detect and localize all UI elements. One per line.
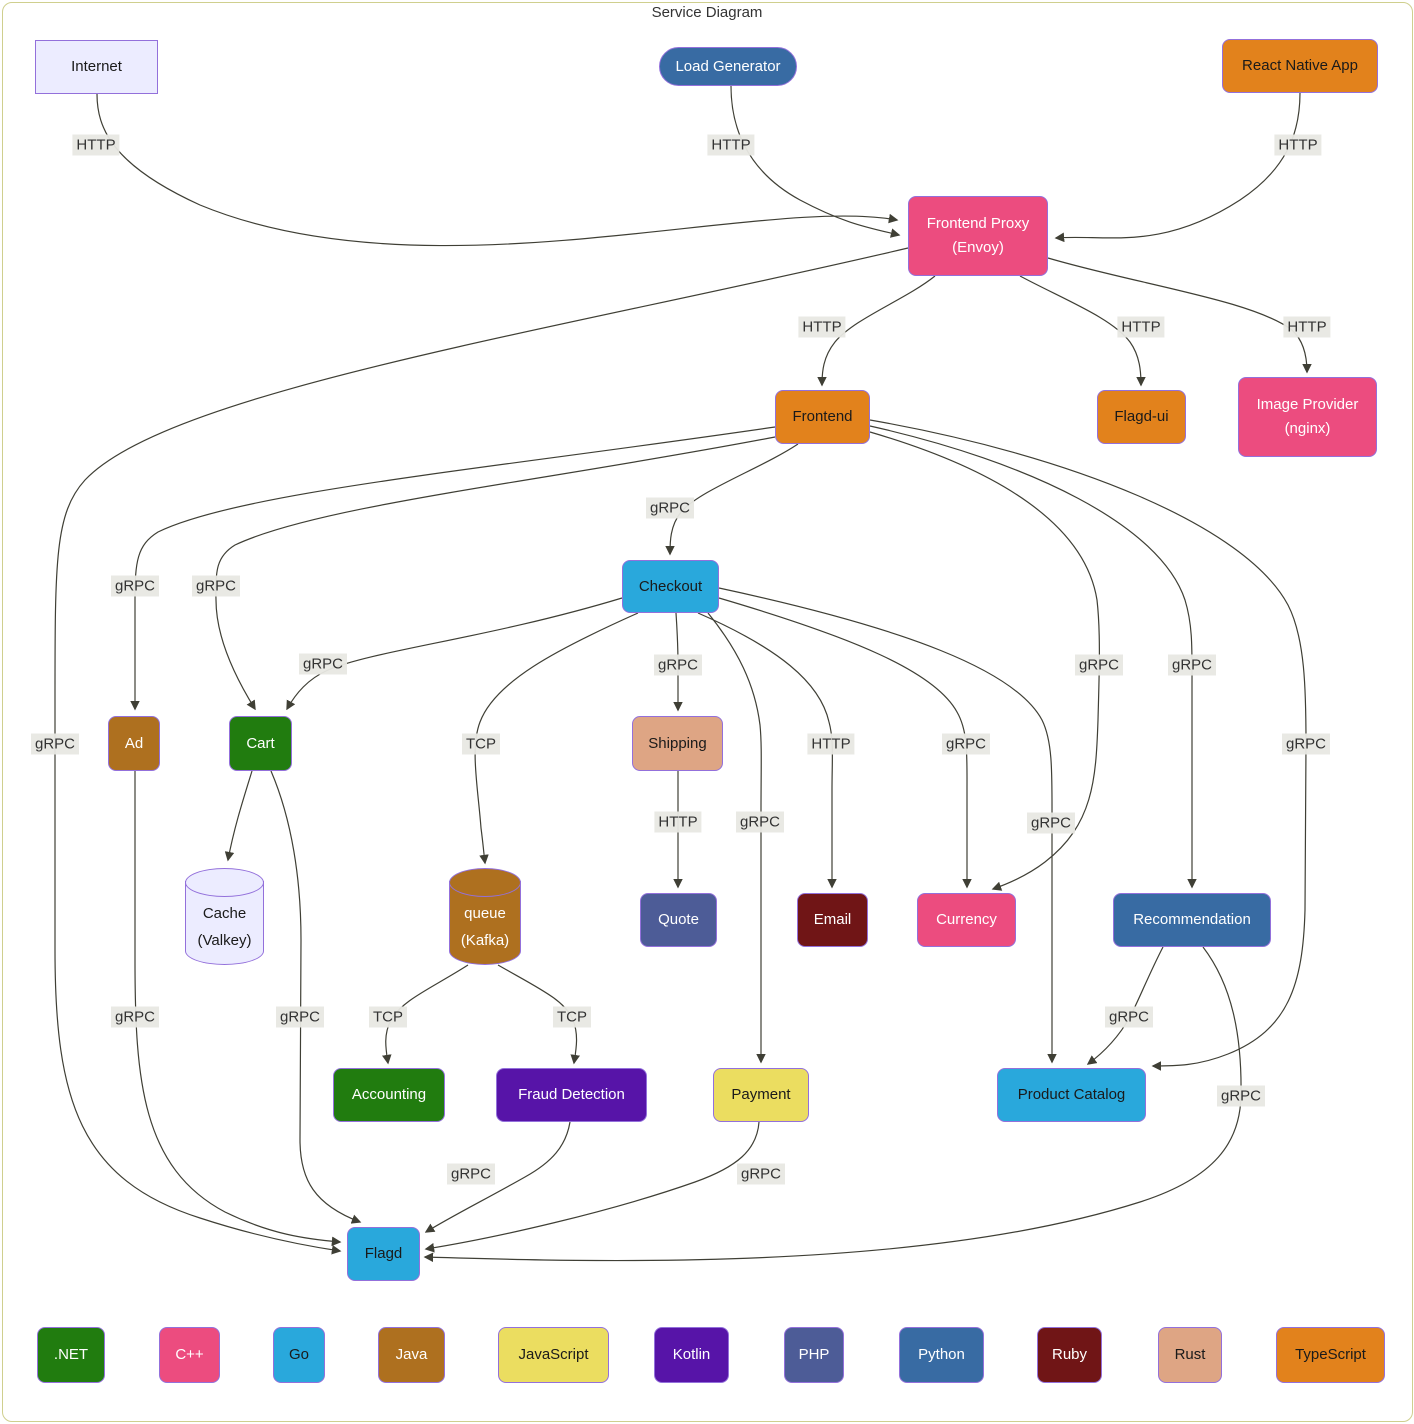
edge-ad-flagd [134, 771, 342, 1247]
edge-frontend-proxy-flagd [54, 247, 909, 1255]
edge-internet-frontend-proxy [96, 93, 899, 247]
legend-java: Java [378, 1327, 445, 1383]
edge-react-native-app-frontend-proxy [1054, 92, 1301, 243]
edge-label-checkout-payment: gRPC [735, 811, 785, 833]
node-email: Email [797, 893, 868, 947]
edge-label-frontend-proxy-flagd-ui: HTTP [1117, 316, 1165, 338]
node-queue: queue(Kafka) [449, 868, 521, 965]
edge-label-cart-flagd: gRPC [275, 1006, 325, 1028]
edge-label-frontend-cart: gRPC [191, 575, 241, 597]
edge-label-queue-fraud-detection: TCP [553, 1006, 591, 1028]
edge-label-frontend-proxy-flagd: gRPC [30, 733, 80, 755]
legend-typescript: TypeScript [1276, 1327, 1385, 1383]
node-flagd-ui: Flagd-ui [1097, 390, 1186, 444]
edge-frontend-product-catalog [869, 419, 1307, 1071]
node-cache: Cache(Valkey) [185, 868, 264, 965]
legend-python: Python [899, 1327, 984, 1383]
edge-label-react-native-app-frontend-proxy: HTTP [1274, 134, 1322, 156]
edge-label-load-generator-frontend-proxy: HTTP [707, 134, 755, 156]
legend-go: Go [273, 1327, 325, 1383]
edge-label-ad-flagd: gRPC [110, 1006, 160, 1028]
edge-recommendation-product-catalog [1086, 946, 1164, 1065]
edge-payment-flagd [424, 1121, 760, 1253]
node-quote: Quote [640, 893, 717, 947]
edge-frontend-cart [215, 436, 776, 711]
edge-label-checkout-email: HTTP [807, 733, 855, 755]
diagram-title: Service Diagram [651, 4, 763, 21]
edge-label-recommendation-flagd: gRPC [1216, 1085, 1266, 1107]
node-flagd: Flagd [347, 1227, 420, 1281]
legend-php: PHP [784, 1327, 844, 1383]
edge-label-queue-accounting: TCP [369, 1006, 407, 1028]
edge-frontend-proxy-image-provider [1047, 257, 1312, 374]
edge-checkout-cart [286, 597, 623, 711]
node-react-native-app: React Native App [1222, 39, 1378, 93]
edge-label-checkout-product-catalog: gRPC [1026, 812, 1076, 834]
node-payment: Payment [713, 1068, 809, 1122]
node-accounting: Accounting [333, 1068, 445, 1122]
edge-label-checkout-queue: TCP [462, 733, 500, 755]
edge-label-checkout-shipping: gRPC [653, 654, 703, 676]
node-shipping: Shipping [632, 716, 723, 771]
node-currency: Currency [917, 893, 1016, 947]
node-load-generator: Load Generator [659, 47, 797, 86]
node-checkout: Checkout [622, 560, 719, 613]
edge-checkout-payment [707, 612, 766, 1064]
edge-recommendation-flagd [423, 946, 1242, 1263]
edge-frontend-ad [130, 426, 776, 711]
edge-label-frontend-product-catalog: gRPC [1281, 733, 1331, 755]
legend-javascript: JavaScript [498, 1327, 609, 1383]
edge-frontend-recommendation [869, 425, 1197, 889]
edge-label-fraud-detection-flagd: gRPC [446, 1163, 496, 1185]
edge-load-generator-frontend-proxy [730, 85, 901, 238]
legend-ruby: Ruby [1037, 1327, 1102, 1383]
node-ad: Ad [108, 716, 160, 771]
edge-fraud-detection-flagd [424, 1121, 571, 1233]
edge-label-internet-frontend-proxy: HTTP [72, 134, 120, 156]
legend-dotnet: .NET [37, 1327, 105, 1383]
node-frontend-proxy: Frontend Proxy(Envoy) [908, 196, 1048, 276]
edge-label-frontend-currency: gRPC [1074, 654, 1124, 676]
edge-cart-flagd [270, 770, 362, 1224]
edge-label-frontend-ad: gRPC [110, 575, 160, 597]
edge-frontend-currency [869, 431, 1100, 891]
node-image-provider: Image Provider(nginx) [1238, 377, 1377, 457]
edge-label-shipping-quote: HTTP [654, 811, 702, 833]
node-frontend: Frontend [775, 390, 870, 444]
node-fraud-detection: Fraud Detection [496, 1068, 647, 1122]
edge-checkout-email [697, 612, 837, 889]
edge-label-recommendation-product-catalog: gRPC [1104, 1006, 1154, 1028]
node-cart: Cart [229, 716, 292, 771]
edge-cart-cache [224, 770, 253, 862]
edge-label-frontend-proxy-image-provider: HTTP [1283, 316, 1331, 338]
edge-label-checkout-cart: gRPC [298, 653, 348, 675]
edge-checkout-currency [718, 597, 972, 889]
node-recommendation: Recommendation [1113, 893, 1271, 947]
edge-label-frontend-recommendation: gRPC [1167, 654, 1217, 676]
edge-label-frontend-proxy-frontend: HTTP [798, 316, 846, 338]
node-internet: Internet [35, 40, 158, 94]
edge-label-frontend-checkout: gRPC [645, 497, 695, 519]
legend-cpp: C++ [159, 1327, 220, 1383]
legend-rust: Rust [1158, 1327, 1222, 1383]
edge-label-checkout-currency: gRPC [941, 733, 991, 755]
edge-label-payment-flagd: gRPC [736, 1163, 786, 1185]
node-product-catalog: Product Catalog [997, 1068, 1146, 1122]
legend-kotlin: Kotlin [654, 1327, 729, 1383]
edge-checkout-product-catalog [718, 587, 1057, 1064]
